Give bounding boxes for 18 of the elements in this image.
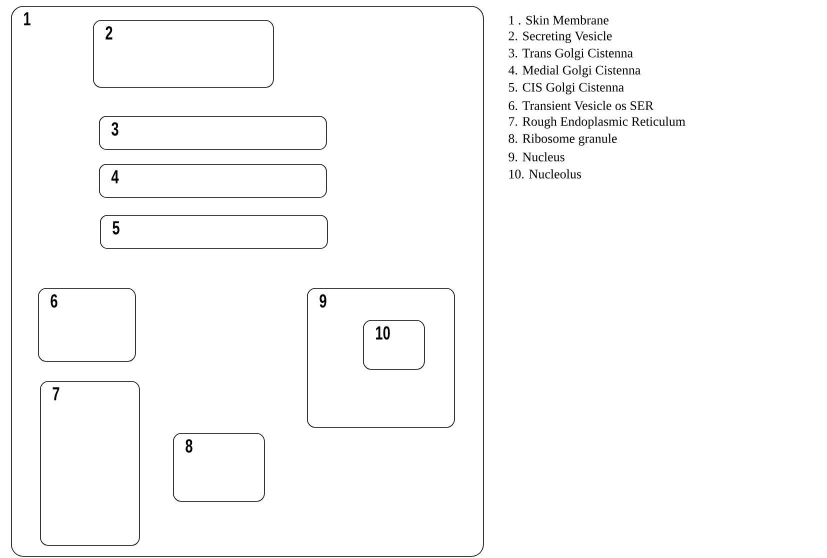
key-entry: 8. Ribosome granule — [508, 134, 617, 146]
compartment-box: 4 — [99, 164, 327, 198]
compartment-box: 8 — [173, 433, 265, 502]
key-entry: 4. Medial Golgi Cistenna — [508, 65, 641, 78]
key-entry: 7. Rough Endoplasmic Reticulum — [509, 116, 686, 129]
key-entry: 1 . Skin Membrane — [509, 15, 608, 25]
key-entry: 5. CIS Golgi Cistenna — [508, 82, 624, 94]
key-entry: 9. Nucleus — [508, 152, 564, 162]
key-entry: 6. Transient Vesicle os SER — [508, 100, 654, 110]
compartment-box: 3 — [99, 116, 327, 150]
key-entry: 10. Nucleolus — [509, 169, 582, 178]
compartment-box: 6 — [38, 288, 136, 362]
compartment-box: 2 — [93, 20, 274, 88]
key-entry: 3. Trans Golgi Cistenna — [508, 48, 633, 60]
compartment-box: 5 — [100, 215, 328, 249]
key-entry: 2. Secreting Vesicle — [508, 31, 612, 44]
nucleolus-box: 10 — [363, 320, 425, 370]
compartment-box: 7 — [40, 381, 140, 546]
